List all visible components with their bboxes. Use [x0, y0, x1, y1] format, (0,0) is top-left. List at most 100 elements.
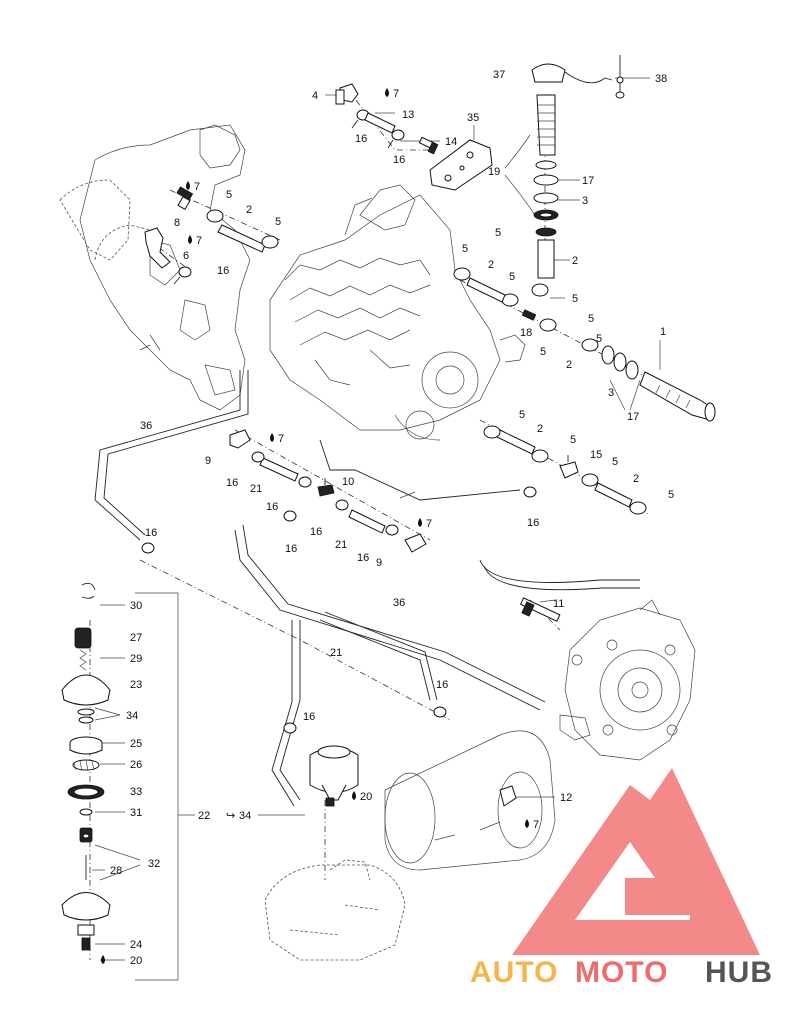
- rings-3-17-right: [601, 345, 639, 380]
- engine-block: [269, 184, 526, 441]
- label-27: 27: [130, 632, 142, 644]
- label-5-right-d: 5: [588, 313, 594, 325]
- label-21-lower: 21: [330, 647, 342, 659]
- label-2-left: 2: [246, 204, 252, 216]
- fitting-10-tee: [317, 478, 335, 497]
- fitting-9-upper: [229, 429, 251, 449]
- label-25: 25: [130, 738, 142, 750]
- label-7-left-b: 7: [196, 235, 202, 247]
- label-5-right-c: 5: [572, 293, 578, 305]
- label-21-mid-b: 21: [335, 539, 347, 551]
- label-26: 26: [130, 759, 142, 771]
- label-20-left: 20: [130, 955, 142, 967]
- watermark-auto: AUTO: [470, 956, 558, 989]
- clamps-5-right: [453, 267, 599, 352]
- bracket-35: [429, 139, 493, 191]
- hose-21-middle: [259, 457, 386, 534]
- label-arrow-22: ↪: [226, 810, 235, 822]
- fitting-9-lower: [404, 533, 427, 553]
- label-16-left: 16: [217, 265, 229, 277]
- watermark-moto: MOTO: [575, 956, 668, 989]
- label-28: 28: [110, 865, 122, 877]
- valve-stack: [61, 582, 111, 951]
- label-35: 35: [467, 112, 479, 124]
- label-16-mid-e: 16: [357, 552, 369, 564]
- part-labels: 37 38 4 7 13 16 14 16 35 17 19 3 7 5 2 5…: [110, 69, 674, 967]
- label-16-mid-d: 16: [285, 543, 297, 555]
- fitting-12: [499, 785, 517, 807]
- label-14: 14: [445, 136, 457, 148]
- label-16-mid-b: 16: [266, 501, 278, 513]
- vent-tube: [536, 94, 556, 156]
- label-3-top: 3: [582, 195, 588, 207]
- label-17-top: 17: [582, 175, 594, 187]
- drop-icon: [525, 819, 529, 828]
- rings-17-3-top: [533, 160, 559, 221]
- label-20-center: 20: [360, 791, 372, 803]
- label-16-top-a: 16: [355, 133, 367, 145]
- label-7-top: 7: [393, 88, 399, 100]
- drop-icon: [101, 955, 105, 964]
- drop-icon: [385, 88, 389, 97]
- drop-icon: [188, 235, 192, 244]
- cap-37: [531, 63, 613, 84]
- label-32: 32: [148, 858, 160, 870]
- label-16-mid-c: 16: [310, 526, 322, 538]
- label-34-b: 34: [239, 810, 251, 822]
- label-31: 31: [130, 807, 142, 819]
- label-5-left-a: 5: [226, 189, 232, 201]
- label-5-lower-d: 5: [668, 489, 674, 501]
- label-12: 12: [560, 792, 572, 804]
- label-8: 8: [174, 217, 180, 229]
- label-36-lower: 36: [393, 597, 405, 609]
- label-16-lower-b: 16: [303, 711, 315, 723]
- label-16-top-b: 16: [393, 154, 405, 166]
- label-23: 23: [130, 679, 142, 691]
- muffler-sketch: [384, 730, 556, 871]
- label-5-right-b: 5: [509, 271, 515, 283]
- watermark-hub: HUB: [705, 956, 773, 989]
- label-10: 10: [342, 476, 354, 488]
- clamps-16-middle: [141, 451, 537, 734]
- clamps-5-lower: [483, 425, 647, 515]
- label-1: 1: [660, 326, 666, 338]
- drop-icon: [418, 518, 422, 527]
- label-33: 33: [130, 786, 142, 798]
- exhaust-manifold-sketch: [59, 124, 251, 411]
- fitting-4-elbow: [335, 83, 359, 105]
- label-7-bottom: 7: [533, 819, 539, 831]
- label-5-right-f: 5: [596, 333, 602, 345]
- label-17-right: 17: [627, 411, 639, 423]
- label-34: 34: [126, 710, 138, 722]
- label-9-lower: 9: [376, 557, 382, 569]
- label-2-right-a: 2: [488, 259, 494, 271]
- hose-36-upper: [94, 370, 249, 541]
- label-18: 18: [520, 327, 532, 339]
- drop-icon: [352, 791, 356, 800]
- label-4: 4: [312, 90, 318, 102]
- pipe-1: [639, 371, 716, 422]
- resonator-sketch: [264, 859, 406, 961]
- hose-21-lower: [271, 611, 438, 807]
- fitting-15-tee: [559, 455, 579, 479]
- label-3-right: 3: [608, 387, 614, 399]
- label-5-lower-c: 5: [612, 456, 618, 468]
- label-16-right: 16: [527, 517, 539, 529]
- label-16-mid-a: 16: [226, 477, 238, 489]
- fitting-8: [176, 186, 194, 211]
- label-5-lower-a: 5: [519, 409, 525, 421]
- label-22: 22: [198, 810, 210, 822]
- reservoir-22: [309, 745, 359, 807]
- label-7-mid-b: 7: [426, 518, 432, 530]
- hose-2-upper-left: [206, 209, 279, 253]
- hose-13: [364, 112, 396, 134]
- fitting-11: [519, 597, 561, 622]
- hose-36-lower: [234, 439, 640, 711]
- hose-2-right: [466, 277, 506, 303]
- drop-icon: [186, 181, 190, 190]
- watermark-text: AUTO MOTO HUB: [470, 956, 773, 989]
- logo-inner-cut: [575, 842, 690, 920]
- label-19: 19: [488, 166, 500, 178]
- label-24: 24: [130, 939, 142, 951]
- fitting-18: [521, 309, 537, 321]
